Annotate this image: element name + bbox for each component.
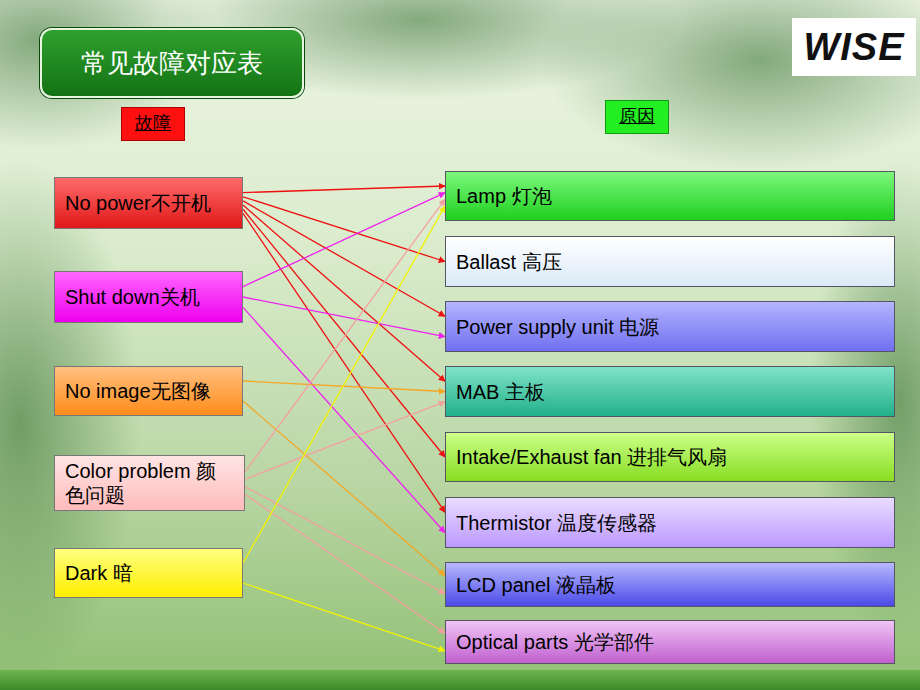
node-text: Shut down关机 [65, 285, 200, 309]
node-text: LCD panel 液晶板 [456, 573, 616, 597]
title-box: 常见故障对应表 [40, 28, 304, 98]
connector-arrow [243, 583, 445, 651]
connector-arrow [243, 186, 445, 193]
node-text: Power supply unit 电源 [456, 315, 659, 339]
column-heading-box: 故障 [121, 107, 185, 141]
node-text: Intake/Exhaust fan 进排气风扇 [456, 445, 727, 469]
node-text: MAB 主板 [456, 380, 545, 404]
node-text: Optical parts 光学部件 [456, 630, 654, 654]
connector-arrow [243, 206, 445, 563]
cause-box: Power supply unit 电源 [445, 301, 895, 352]
node-text: No image无图像 [65, 379, 211, 403]
connector-arrow [245, 402, 445, 480]
node-text: Lamp 灯泡 [456, 184, 552, 208]
cause-box: Thermistor 温度传感器 [445, 497, 895, 548]
cause-box: Ballast 高压 [445, 236, 895, 287]
fault-box: No power不开机 [54, 177, 243, 229]
fault-box: Dark 暗 [54, 548, 243, 598]
node-text: Dark 暗 [65, 561, 133, 585]
connector-arrow [245, 494, 445, 633]
connector-arrow [245, 487, 445, 594]
heading-text: 原因 [619, 106, 655, 128]
cause-box: Lamp 灯泡 [445, 171, 895, 221]
connector-arrow [243, 205, 445, 381]
connector-arrow [243, 297, 445, 337]
node-text: Color problem 颜色问题 [65, 459, 234, 507]
cause-box: Optical parts 光学部件 [445, 620, 895, 664]
connector-arrow [243, 401, 445, 576]
cause-box: LCD panel 液晶板 [445, 562, 895, 607]
logo-text: WISE [803, 26, 904, 69]
cause-box: MAB 主板 [445, 366, 895, 417]
node-text: Thermistor 温度传感器 [456, 511, 657, 535]
fault-box: Shut down关机 [54, 271, 243, 323]
connector-arrow [243, 381, 445, 392]
connector-arrow [243, 307, 445, 532]
fault-box: No image无图像 [54, 366, 243, 416]
fault-box: Color problem 颜色问题 [54, 455, 245, 511]
node-text: No power不开机 [65, 191, 211, 215]
node-text: Ballast 高压 [456, 250, 562, 274]
connector-arrow [245, 199, 445, 471]
title-text: 常见故障对应表 [81, 46, 263, 81]
cause-box: Intake/Exhaust fan 进排气风扇 [445, 432, 895, 482]
column-heading-box: 原因 [605, 100, 669, 134]
logo-box: WISE [792, 18, 916, 76]
heading-text: 故障 [135, 113, 171, 135]
